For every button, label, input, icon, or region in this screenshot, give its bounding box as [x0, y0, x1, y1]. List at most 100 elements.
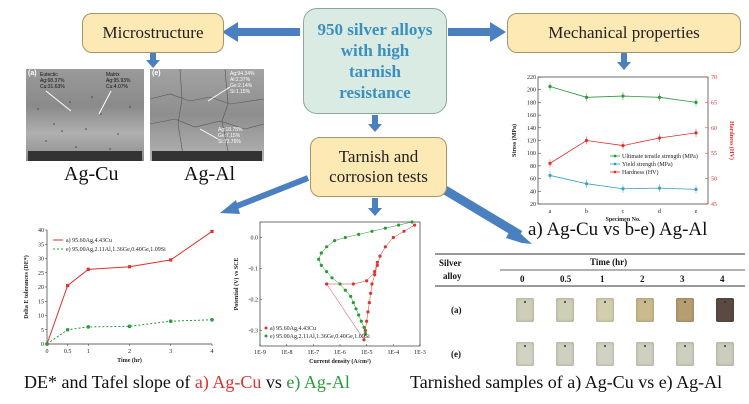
data-point [694, 187, 698, 191]
series-line [46, 231, 213, 345]
data-point [351, 282, 355, 286]
data-point [370, 282, 374, 286]
data-point [383, 245, 387, 249]
data-point [373, 273, 377, 277]
data-point [375, 260, 379, 264]
micro-e-7: Si:73.76% [218, 139, 241, 145]
data-point [365, 319, 369, 323]
y-tick-label: 40 [38, 228, 44, 234]
data-point [366, 310, 370, 314]
data-point [325, 270, 329, 274]
tarnish-sample [636, 298, 654, 322]
time-header-cell: 0.5 [560, 274, 572, 284]
center-title-box: 950 silver alloys with high tarnish resi… [303, 8, 447, 114]
y-tick-label: 35 [38, 242, 44, 248]
data-point [367, 301, 371, 305]
caption-mechanical: a) Ag-Cu vs b-e) Ag-Al [528, 219, 708, 240]
y-tick-label: 25 [38, 271, 44, 277]
y-tick-label: 5 [41, 328, 44, 334]
y-tick-label: -0.1 [249, 267, 259, 273]
micrograph-ag-cu: (a) Eutectic Ag:68.37% Cu:31.63% Matrix … [26, 69, 144, 161]
legend-label: Ultimate tensile strength (MPa) [622, 153, 698, 160]
micro-a-mat-ag: Ag:95.93% [106, 78, 131, 84]
data-point [168, 319, 173, 323]
data-point [383, 226, 387, 230]
caption-de-tafel: DE* and Tafel slope of a) Ag-Cu vs e) Ag… [24, 372, 350, 393]
micro-e-2: Al:2.37% [230, 77, 251, 83]
x-tick-label: 0.5 [64, 349, 72, 355]
tarnish-sample [676, 298, 694, 322]
tarnish-sample [676, 342, 694, 366]
y-tick-label: -0.2 [249, 298, 259, 304]
micro-e-3: Ge:2.14% [230, 83, 253, 89]
x-tick-label: d [658, 209, 661, 215]
data-point [694, 131, 698, 135]
data-point [45, 342, 49, 346]
micro-a-tag: (a) [28, 70, 37, 77]
y-tick-label: 60 [530, 177, 536, 183]
data-point [363, 332, 367, 336]
caption-de-a: a) Ag-Cu [194, 372, 262, 392]
data-point [127, 324, 132, 329]
y-tick-label: 20 [530, 202, 536, 208]
sample-hole [524, 301, 526, 303]
data-point [357, 232, 361, 236]
micrograph-ag-al: (e) Ag:94.34% Al:2.37% Ge:2.14% Si:1.15%… [150, 69, 264, 161]
caption-de-e: e) Ag-Al [286, 372, 350, 392]
y-tick-label: 180 [527, 100, 536, 106]
x-tick-label: 1E-3 [414, 350, 426, 356]
data-point [319, 263, 323, 267]
y-axis-label: Stress (MPa) [511, 124, 518, 157]
y2-tick-label: 50 [711, 177, 717, 183]
tarnish-sample [516, 342, 534, 366]
data-point [169, 258, 173, 262]
series-line [46, 319, 213, 345]
data-point [584, 182, 589, 186]
y-tick-label: 0.0 [251, 236, 259, 242]
legend-marker [264, 334, 268, 338]
y-tick-label: 100 [527, 151, 536, 157]
data-point [397, 223, 401, 227]
data-point [657, 95, 662, 99]
data-point [378, 254, 382, 258]
data-point [694, 100, 698, 104]
data-point [210, 229, 214, 234]
x-tick-label: 4 [211, 349, 214, 355]
mechanical-label: Mechanical properties [548, 23, 700, 42]
tarnish-sample [556, 342, 574, 366]
data-point [657, 186, 662, 190]
legend-label: Yield strength (MPa) [622, 161, 673, 168]
caption-tarnished: Tarnished samples of a) Ag-Cu vs e) Ag-A… [410, 372, 723, 392]
sample-hole [684, 301, 686, 303]
data-point [338, 282, 342, 286]
data-point [391, 235, 395, 240]
micro-e-6: Ge:7.15% [218, 133, 241, 139]
data-point [86, 267, 90, 271]
tarnish-label: Tarnish and corrosion tests [329, 147, 428, 186]
micro-a-matrix: Matrix [106, 72, 120, 78]
x-tick-label: 1E-7 [307, 350, 319, 356]
data-point [413, 223, 417, 227]
mechanical-box: Mechanical properties [507, 13, 741, 53]
data-point [354, 307, 358, 311]
data-point [548, 173, 552, 178]
data-point [402, 229, 406, 233]
sample-row-label: (e) [451, 349, 461, 359]
x-tick-label: 1E-5 [361, 350, 373, 356]
arrow-to-de-chart [230, 175, 310, 211]
data-point [65, 327, 70, 332]
y2-tick-label: 70 [711, 75, 717, 81]
legend-label: a) 95.60Ag,4.43Cu [270, 325, 316, 332]
y2-tick-label: 65 [711, 100, 717, 106]
micro-a-eut-ag: Ag:68.37% [40, 78, 65, 84]
data-point [210, 317, 214, 322]
data-point [330, 276, 334, 280]
table-header-silver: Silver [439, 258, 462, 268]
micro-a-eut-cu: Cu:31.63% [40, 84, 65, 90]
micro-e-tag: (e) [152, 70, 161, 77]
arrow-to-samples [442, 186, 523, 239]
sample-hole [524, 345, 526, 347]
data-point [319, 251, 323, 255]
